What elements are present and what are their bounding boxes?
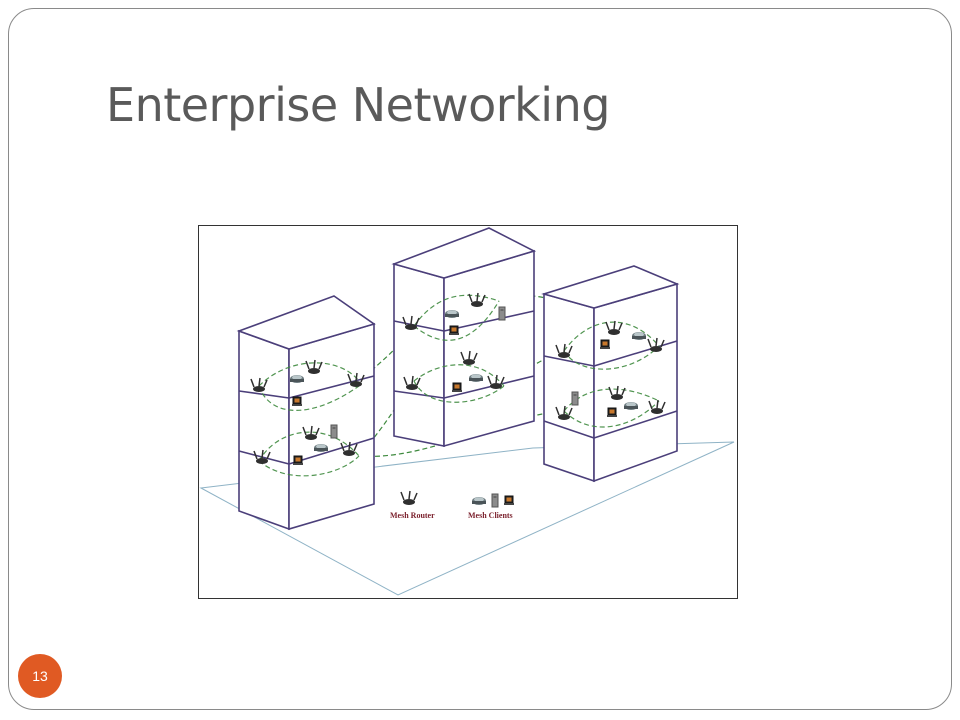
laptop-icon <box>291 396 303 407</box>
laptop-icon <box>292 455 304 466</box>
legend-router-label: Mesh Router <box>390 511 435 520</box>
pc-tower-icon <box>571 391 579 406</box>
scanner-icon <box>469 374 483 382</box>
laptop-icon <box>451 382 463 393</box>
legend-scanner-icon <box>472 497 486 505</box>
legend-laptop-icon <box>503 495 515 506</box>
legend-router-icon <box>400 490 418 506</box>
scanner-icon <box>314 444 328 452</box>
mesh-network-diagram: Mesh Router Mesh Clients <box>198 225 738 599</box>
laptop-icon <box>448 325 460 336</box>
legend-clients-label: Mesh Clients <box>468 511 513 520</box>
pc-tower-icon <box>330 424 338 439</box>
building-left <box>236 295 376 531</box>
building-middle <box>391 227 537 448</box>
scanner-icon <box>290 375 304 383</box>
slide-title: Enterprise Networking <box>106 78 610 132</box>
building-right <box>541 265 680 483</box>
scanner-icon <box>632 332 646 340</box>
page-number-badge: 13 <box>18 654 62 698</box>
laptop-icon <box>599 339 611 350</box>
laptop-icon <box>606 407 618 418</box>
pc-tower-icon <box>498 306 506 321</box>
legend-pc-icon <box>491 493 499 508</box>
legend: Mesh Router Mesh Clients <box>390 490 515 520</box>
ground-plane <box>199 441 735 596</box>
scanner-icon <box>624 402 638 410</box>
scanner-icon <box>445 310 459 318</box>
